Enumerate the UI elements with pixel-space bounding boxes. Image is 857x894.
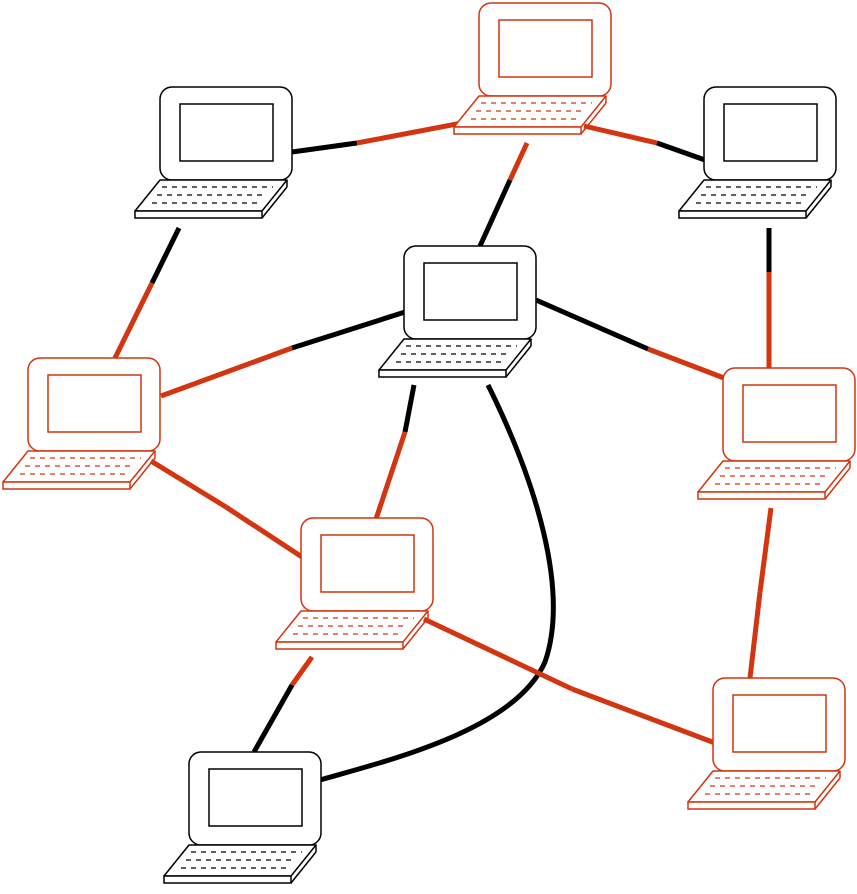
connection-segment (149, 458, 228, 510)
laptop-icon (678, 86, 837, 219)
connection-segment (160, 345, 293, 399)
laptop-base-edge (134, 210, 263, 219)
laptop-base-edge (275, 641, 404, 650)
laptop-screen (320, 534, 415, 593)
connection-segment (373, 431, 408, 520)
connection-segment (224, 504, 304, 560)
connection-center-to-middle-left (160, 309, 406, 399)
laptop-base-edge (697, 491, 826, 500)
laptop-icon (687, 677, 846, 810)
connection-top-left-to-middle-left (112, 226, 182, 360)
connection-segment (291, 140, 358, 155)
connection-segment (534, 297, 650, 352)
laptop-screen (742, 384, 837, 443)
connection-segment (477, 178, 513, 248)
laptop-screen (723, 103, 818, 162)
connection-center-to-lower-center (373, 384, 417, 520)
laptop-icon (2, 357, 161, 490)
laptop-base-edge (2, 481, 131, 490)
connection-middle-right-to-bottom-right (747, 507, 774, 679)
connection-segment (402, 384, 417, 433)
laptop-screen (732, 694, 827, 753)
laptop-icon (163, 751, 322, 884)
connection-top-center-to-top-right (583, 123, 706, 163)
connection-segment (485, 383, 556, 663)
laptop-base-side (402, 617, 429, 650)
connection-segment (149, 226, 182, 285)
connection-center-to-bottom-left (319, 383, 556, 783)
connection-segment (251, 683, 295, 754)
connection-segment (757, 507, 774, 593)
connection-segment (291, 309, 406, 351)
laptop-base-edge (678, 210, 807, 219)
connection-segment (747, 591, 763, 679)
connection-top-center-to-center (477, 141, 530, 248)
laptop-base-edge (687, 801, 816, 810)
laptop-icon (275, 517, 434, 650)
laptop-base-side (824, 467, 851, 500)
connection-lower-center-to-bottom-right (422, 616, 716, 746)
laptop-base-edge (453, 126, 582, 135)
laptop-icon (134, 86, 293, 219)
connection-middle-left-to-lower-center (149, 458, 304, 560)
laptop-base-side (129, 457, 156, 490)
connection-center-to-middle-right (534, 297, 725, 381)
laptop-base-edge (163, 875, 292, 884)
laptop-base-side (805, 186, 832, 219)
connection-lower-center-to-bottom-left (251, 655, 315, 754)
laptop-screen (423, 262, 518, 321)
laptop-screen (208, 768, 303, 827)
connection-segment (571, 686, 716, 746)
laptop-screen (498, 19, 593, 78)
connection-segment (112, 281, 155, 360)
laptop-screen (179, 103, 274, 162)
laptop-base-side (505, 345, 532, 378)
laptop-base-side (261, 186, 288, 219)
laptop-base-side (814, 777, 841, 810)
connection-segment (656, 140, 706, 163)
laptop-icon (453, 2, 612, 135)
connection-segment (507, 141, 530, 182)
laptop-icon (697, 367, 856, 500)
connection-segment (356, 120, 463, 146)
connections (112, 120, 774, 783)
connection-segment (422, 616, 574, 692)
laptop-base-edge (378, 369, 507, 378)
connection-segment (289, 655, 315, 687)
laptop-base-side (580, 102, 607, 135)
connection-segment (319, 660, 548, 783)
laptop-base-side (290, 851, 317, 884)
connection-segment (647, 346, 725, 381)
laptop-screen (47, 374, 142, 433)
connection-segment (583, 123, 658, 146)
laptop-icon (378, 245, 537, 378)
connection-top-left-to-top-center (291, 120, 463, 155)
